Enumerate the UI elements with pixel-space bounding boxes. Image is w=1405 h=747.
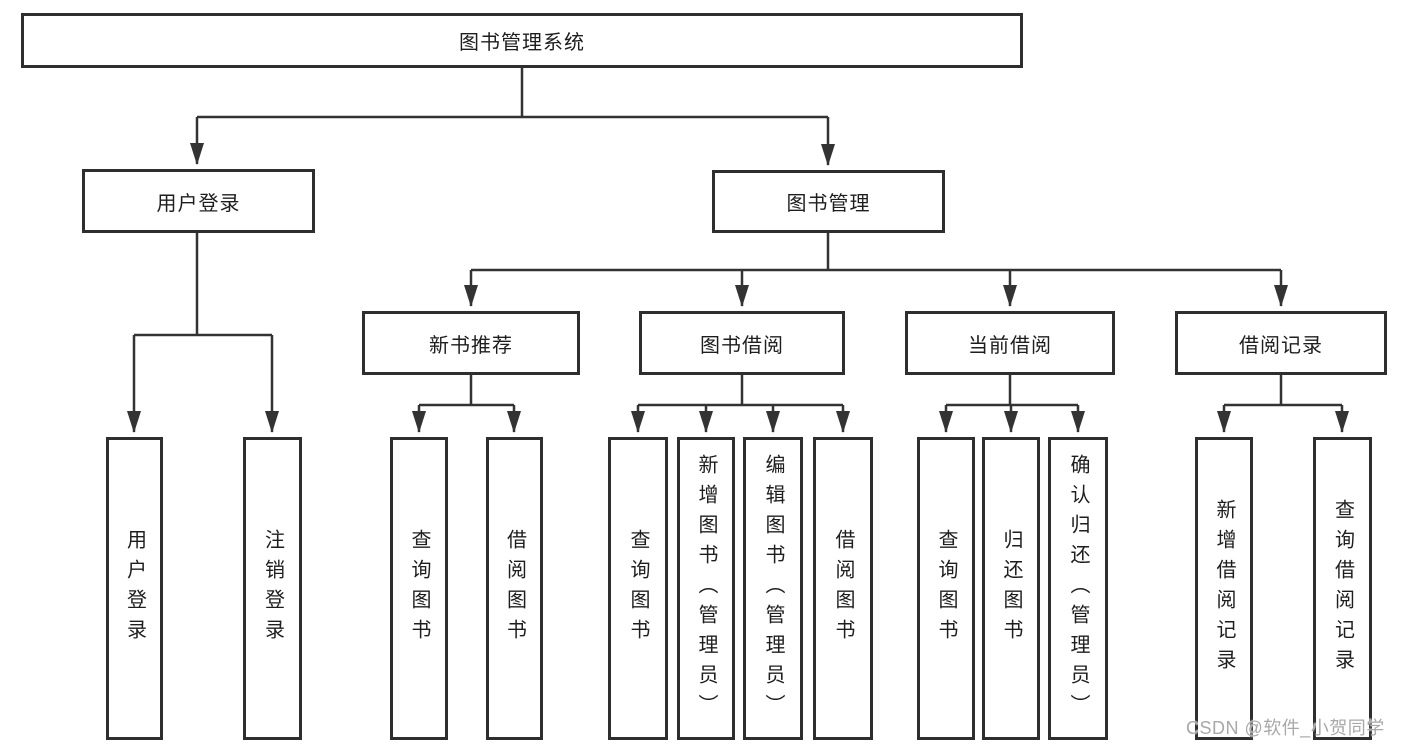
node-label: 查询借阅记录 [1331, 498, 1354, 679]
node-label: 编辑图书（管理员） [762, 453, 784, 724]
leaf-edit-book-admin: 编辑图书（管理员） [743, 437, 803, 740]
node-label: 借阅图书 [832, 528, 854, 649]
node-label: 当前借阅 [968, 334, 1052, 357]
node-label: 新增图书（管理员） [695, 453, 717, 724]
leaf-borrow-books-recommend: 借阅图书 [486, 437, 543, 740]
node-label: 查询图书 [408, 528, 430, 649]
leaf-borrow-books: 借阅图书 [813, 437, 873, 740]
node-book-management: 图书管理 [712, 170, 945, 233]
leaf-user-login: 用户登录 [106, 437, 163, 740]
csdn-watermark: CSDN @软件_小贺同学 [1186, 718, 1385, 738]
leaf-add-borrow-record: 新增借阅记录 [1195, 437, 1253, 740]
leaf-query-borrow-record: 查询借阅记录 [1313, 437, 1372, 740]
node-label: 图书管理 [786, 193, 871, 215]
node-label: 借阅图书 [503, 528, 526, 649]
node-label: 图书管理系统 [459, 32, 585, 54]
leaf-confirm-return-admin: 确认归还（管理员） [1048, 437, 1108, 740]
node-label: 确认归还（管理员） [1067, 453, 1089, 724]
node-borrow-records: 借阅记录 [1175, 311, 1387, 375]
node-user-login: 用户登录 [82, 169, 315, 233]
node-label: 查询图书 [627, 528, 649, 649]
node-label: 新书推荐 [429, 334, 513, 357]
node-library-system: 图书管理系统 [21, 13, 1023, 68]
leaf-query-books-current: 查询图书 [917, 437, 975, 740]
leaf-return-books: 归还图书 [982, 437, 1040, 740]
node-label: 用户登录 [156, 192, 241, 215]
node-label: 新增借阅记录 [1213, 498, 1235, 679]
node-label: 归还图书 [1000, 528, 1022, 649]
node-current-borrow: 当前借阅 [905, 311, 1115, 375]
node-label: 图书借阅 [700, 334, 784, 357]
leaf-logout: 注销登录 [243, 437, 302, 740]
leaf-query-books-borrow: 查询图书 [608, 437, 668, 740]
node-label: 借阅记录 [1239, 334, 1323, 357]
node-label: 用户登录 [123, 528, 146, 649]
node-label: 注销登录 [261, 528, 284, 649]
node-label: 查询图书 [935, 528, 957, 649]
node-new-book-recommend: 新书推荐 [362, 311, 580, 375]
leaf-add-book-admin: 新增图书（管理员） [677, 437, 735, 740]
leaf-query-books-recommend: 查询图书 [390, 437, 448, 740]
node-book-borrow: 图书借阅 [639, 311, 845, 375]
